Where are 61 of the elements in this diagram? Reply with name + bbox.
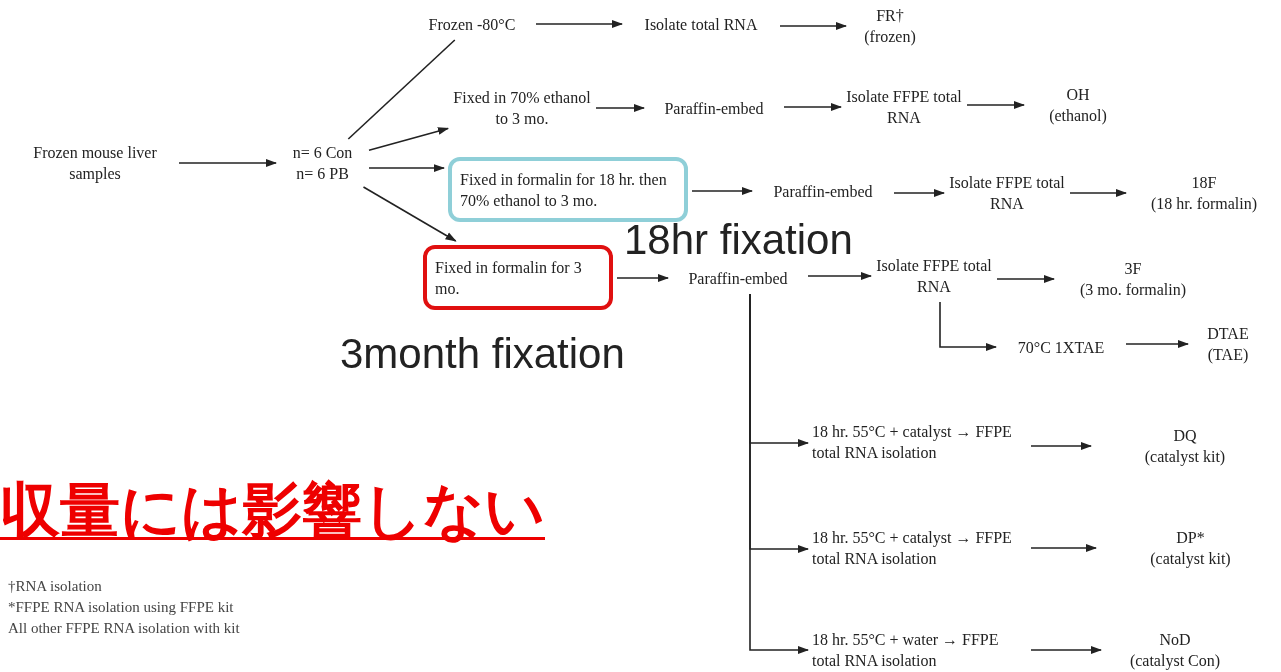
arrow	[1125, 340, 1190, 348]
step-text: (catalyst Con)	[1128, 651, 1222, 671]
step-text: Isolate FFPE total RNA	[875, 256, 993, 297]
arrow	[1030, 646, 1103, 654]
footnote: †RNA isolation	[8, 577, 102, 596]
step-text: 18 hr. 55°C + catalyst → FFPE total RNA isolation	[812, 528, 1013, 569]
step-text: NoD	[1158, 630, 1192, 650]
arrow	[178, 159, 278, 167]
arrow	[691, 187, 754, 195]
step-text: (18 hr. formalin)	[1149, 194, 1259, 214]
arrow	[966, 101, 1026, 109]
step-text: DP*	[1175, 528, 1206, 548]
warning-text: 収量には影響しない	[0, 475, 545, 545]
step-text: (catalyst kit)	[1149, 549, 1232, 569]
highlight-box: Fixed in formalin for 18 hr. then 70% ethanol to 3 mo.	[448, 157, 688, 222]
step-text: Isolate total RNA	[643, 14, 759, 35]
step-text: DQ	[1172, 426, 1198, 446]
highlight-box: Fixed in formalin for 3 mo.	[423, 245, 613, 310]
step-text: Isolate FFPE total RNA	[845, 87, 963, 128]
step-text: 18 hr. 55°C + catalyst → FFPE total RNA isolation	[812, 422, 1013, 463]
step-text: (ethanol)	[1048, 106, 1108, 126]
step-text: (catalyst kit)	[1143, 447, 1227, 467]
arrow	[779, 22, 848, 30]
step-text: (3 mo. formalin)	[1078, 280, 1188, 300]
step-text: Frozen mouse liver samples	[32, 143, 158, 184]
arrow	[595, 104, 646, 112]
arrow	[535, 20, 624, 28]
annotation-text: 3month fixation	[340, 330, 625, 378]
step-text: OH	[1065, 85, 1091, 105]
step-text: Isolate FFPE total RNA	[948, 173, 1066, 214]
step-text: Paraffin-embed	[663, 98, 765, 119]
step-text: 18 hr. 55°C + water → FFPE total RNA isolation	[812, 630, 1000, 671]
arrow	[616, 274, 670, 282]
step-text: (TAE)	[1206, 345, 1250, 365]
step-text: 70°C 1XTAE	[1016, 337, 1106, 358]
arrow	[362, 186, 457, 242]
step-text: Paraffin-embed	[687, 268, 789, 289]
arrow	[1069, 189, 1128, 197]
step-text: n= 6 Con	[291, 143, 354, 163]
step-text: DTAE	[1206, 324, 1250, 344]
arrow	[1030, 442, 1093, 450]
arrow	[1030, 544, 1098, 552]
step-text: n= 6 PB	[295, 164, 350, 184]
step-text: FR†	[875, 6, 905, 26]
connector-line	[347, 39, 456, 140]
footnote: All other FFPE RNA isolation with kit	[8, 619, 240, 638]
arrow	[749, 293, 810, 654]
arrow	[996, 275, 1056, 283]
step-text: Fixed in 70% ethanol to 3 mo.	[452, 88, 592, 129]
step-text: 3F	[1123, 259, 1143, 279]
arrow	[368, 164, 446, 172]
footnote: *FFPE RNA isolation using FFPE kit	[8, 598, 234, 617]
step-text: Paraffin-embed	[772, 181, 874, 202]
arrow	[783, 103, 843, 111]
arrow	[807, 272, 873, 280]
step-text: (frozen)	[863, 27, 917, 47]
arrow	[893, 189, 946, 197]
step-text: Frozen -80°C	[427, 14, 517, 35]
arrow	[368, 127, 450, 151]
step-text: 18F	[1190, 173, 1218, 193]
arrow	[939, 301, 998, 351]
